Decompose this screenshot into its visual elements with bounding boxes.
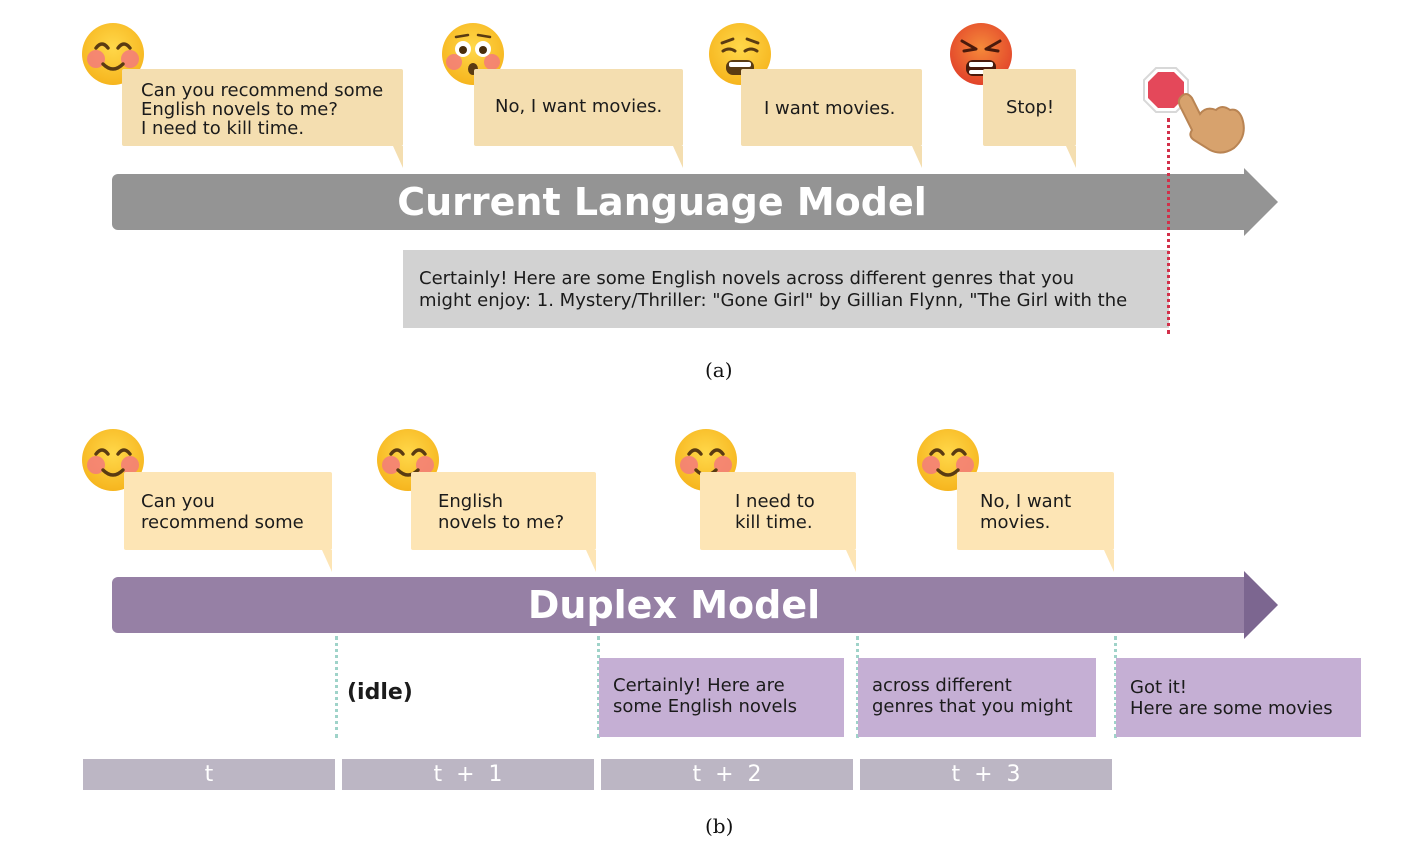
user-bubble-text: Stop!	[1006, 97, 1055, 118]
user-bubble-text: I need to kill time.	[735, 491, 815, 533]
time-step: t + 3	[860, 759, 1112, 790]
user-bubble: I need to kill time.	[700, 472, 856, 572]
time-divider	[1114, 636, 1117, 738]
model-response-text: Certainly! Here are some English novels	[613, 675, 797, 717]
time-divider	[335, 636, 338, 738]
user-bubble-text: No, I want movies.	[495, 96, 663, 117]
model-response-text: Certainly! Here are some English novels …	[419, 268, 1128, 311]
time-step: t + 2	[601, 759, 853, 790]
caption-a: (a)	[705, 358, 733, 382]
model-label: Duplex Model	[527, 583, 821, 627]
user-bubble-text: I want movies.	[764, 98, 896, 119]
time-divider	[597, 636, 600, 738]
user-bubble: Can you recommend some	[124, 472, 332, 572]
model-response-chunk: Got it! Here are some movies	[1116, 658, 1361, 737]
duplex-model-timeline: Duplex Model	[112, 571, 1278, 639]
time-step: t	[83, 759, 335, 790]
caption-b: (b)	[705, 814, 734, 838]
model-label: Current Language Model	[397, 180, 927, 224]
time-step: t + 1	[342, 759, 594, 790]
user-bubble-text: Can you recommend some English novels to…	[141, 80, 384, 139]
flushed-face-icon	[442, 23, 504, 85]
user-bubble-text: Can you recommend some	[141, 491, 304, 533]
user-bubble: English novels to me?	[411, 472, 596, 572]
model-response-text: Got it! Here are some movies	[1130, 677, 1333, 719]
model-response-chunk: Certainly! Here are some English novels	[599, 658, 844, 737]
user-bubble-text: No, I want movies.	[980, 491, 1072, 533]
idle-label: (idle)	[347, 680, 413, 705]
time-divider	[856, 636, 859, 738]
user-bubble: Can you recommend some English novels to…	[122, 69, 403, 168]
stop-sign-hand-icon	[1143, 67, 1245, 154]
model-response: Certainly! Here are some English novels …	[403, 250, 1169, 328]
user-bubble: I want movies.	[741, 69, 922, 168]
model-response-chunk: across different genres that you might	[858, 658, 1096, 737]
model-response-text: across different genres that you might	[872, 675, 1073, 717]
user-bubble-text: English novels to me?	[438, 491, 565, 533]
user-bubble: No, I want movies.	[474, 69, 683, 168]
current-model-timeline: Current Language Model	[112, 168, 1278, 236]
user-bubble: No, I want movies.	[957, 472, 1114, 572]
interrupt-line	[1167, 118, 1170, 334]
user-bubble: Stop!	[983, 69, 1076, 168]
